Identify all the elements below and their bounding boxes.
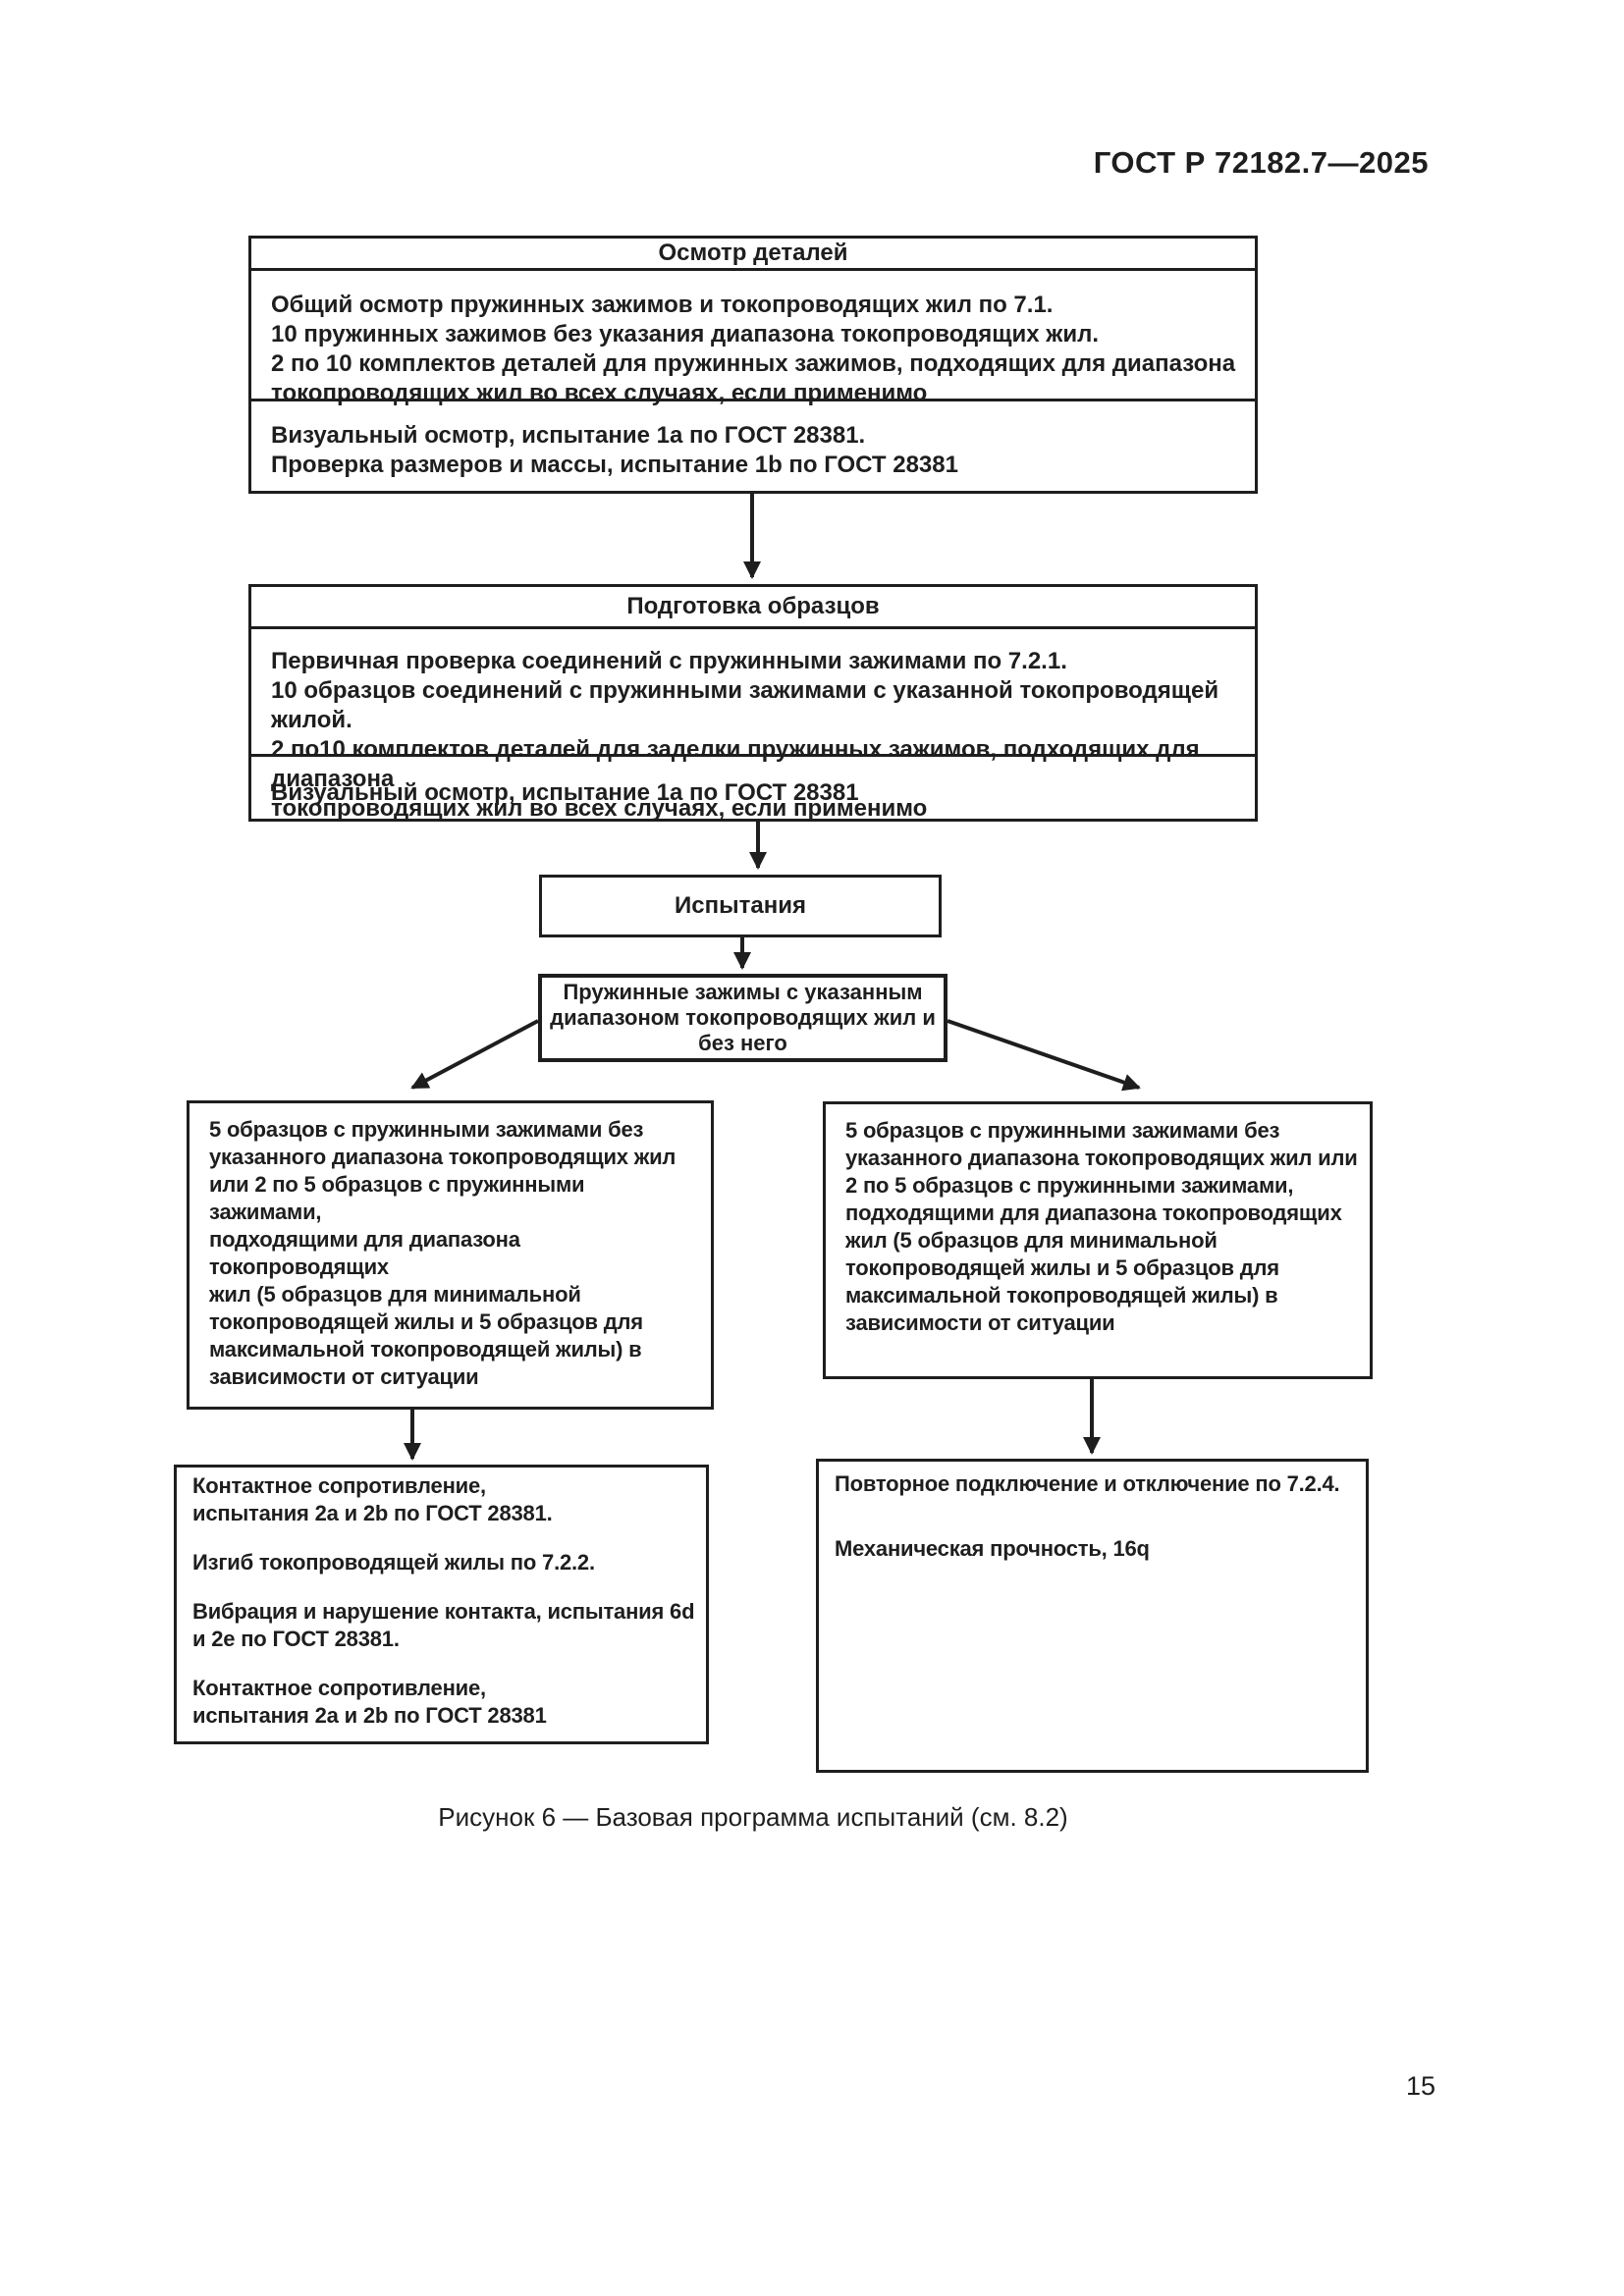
connector-clamps-to-branch-right xyxy=(947,1019,1141,1092)
tests-right-box: Повторное подключение и отключение по 7.… xyxy=(816,1459,1369,1773)
preparation-title: Подготовка образцов xyxy=(251,587,1255,629)
branch-left-box: 5 образцов с пружинными зажимами без ука… xyxy=(187,1100,714,1410)
figure-caption: Рисунок 6 — Базовая программа испытаний … xyxy=(438,1802,1068,1832)
inspection-requirements: Общий осмотр пружинных зажимов и токопро… xyxy=(251,271,1255,406)
tests-left-box: Контактное сопротивление, испытания 2а и… xyxy=(174,1465,709,1744)
preparation-box: Подготовка образцов Первичная проверка с… xyxy=(248,584,1258,822)
inspection-tests: Визуальный осмотр, испытание 1а по ГОСТ … xyxy=(271,422,958,478)
document-header: ГОСТ Р 72182.7—2025 xyxy=(1093,145,1429,180)
page-number: 15 xyxy=(1405,2071,1435,2101)
figure-caption-row: Рисунок 6 — Базовая программа испытаний … xyxy=(248,1802,1258,1833)
preparation-requirements: Первичная проверка соединений с пружинны… xyxy=(251,629,1255,822)
tests-label: Испытания xyxy=(675,892,806,919)
connector-clamps-to-branch-left xyxy=(410,1019,539,1090)
branch-right-box: 5 образцов с пружинными зажимами без ука… xyxy=(823,1101,1373,1379)
clamps-box: Пружинные зажимы с указанным диапазоном … xyxy=(538,974,947,1062)
tests-box: Испытания xyxy=(539,875,942,937)
inspection-title: Осмотр деталей xyxy=(251,239,1255,271)
inspection-box: Осмотр деталей Общий осмотр пружинных за… xyxy=(248,236,1258,494)
preparation-tests: Визуальный осмотр, испытание 1а по ГОСТ … xyxy=(271,779,859,806)
